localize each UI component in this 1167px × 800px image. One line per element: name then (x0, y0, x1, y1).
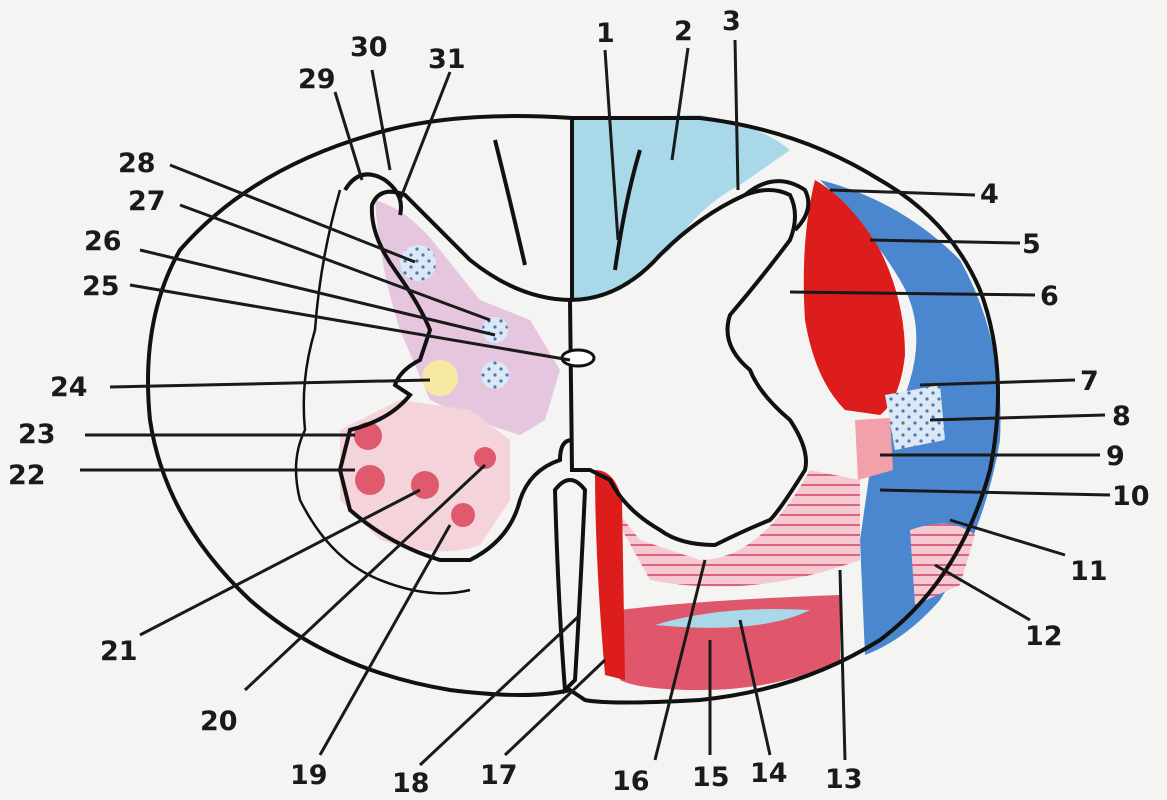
label-27: 27 (128, 186, 166, 217)
label-19: 19 (290, 760, 328, 791)
label-21: 21 (100, 636, 138, 667)
posterior-horn-left-lavender (375, 200, 560, 435)
label-26: 26 (84, 226, 122, 257)
nucleus-19 (451, 503, 475, 527)
nucleus-25-blue-dots (481, 361, 509, 389)
label-22: 22 (8, 460, 46, 491)
posterior-column-right (572, 115, 790, 300)
label-24: 24 (50, 372, 88, 403)
label-11: 11 (1070, 556, 1108, 587)
label-3: 3 (722, 6, 741, 37)
fasciculus-septum-left (495, 140, 525, 265)
anterior-corticospinal-tract (595, 470, 625, 680)
label-29: 29 (298, 64, 336, 95)
label-10: 10 (1112, 481, 1150, 512)
label-28: 28 (118, 148, 156, 179)
nucleus-22 (355, 465, 385, 495)
label-6: 6 (1040, 281, 1059, 312)
label-16: 16 (612, 766, 650, 797)
label-7: 7 (1080, 366, 1099, 397)
label-17: 17 (480, 760, 518, 791)
nucleus-24-yellow (422, 360, 458, 396)
nucleus-26-blue-dots (482, 317, 508, 343)
label-30: 30 (350, 32, 388, 63)
label-20: 20 (200, 706, 238, 737)
label-14: 14 (750, 758, 788, 789)
label-4: 4 (980, 179, 999, 210)
nucleus-21 (411, 471, 439, 499)
label-25: 25 (82, 271, 120, 302)
nucleus-28-blue-dots (400, 245, 436, 281)
label-31: 31 (428, 44, 466, 75)
label-8: 8 (1112, 401, 1131, 432)
label-18: 18 (392, 768, 430, 799)
tract-9-pink (855, 418, 893, 480)
label-12: 12 (1025, 621, 1063, 652)
anterior-hatched-region (600, 470, 860, 587)
label-1: 1 (596, 18, 615, 49)
label-2: 2 (674, 16, 693, 47)
label-23: 23 (18, 419, 56, 450)
dorsal-horn-tip-right (745, 181, 808, 230)
label-5: 5 (1022, 229, 1041, 260)
tract-8-dotted (885, 385, 945, 450)
label-9: 9 (1106, 441, 1125, 472)
label-15: 15 (692, 762, 730, 793)
anterior-median-fissure (555, 480, 585, 690)
label-13: 13 (825, 764, 863, 795)
